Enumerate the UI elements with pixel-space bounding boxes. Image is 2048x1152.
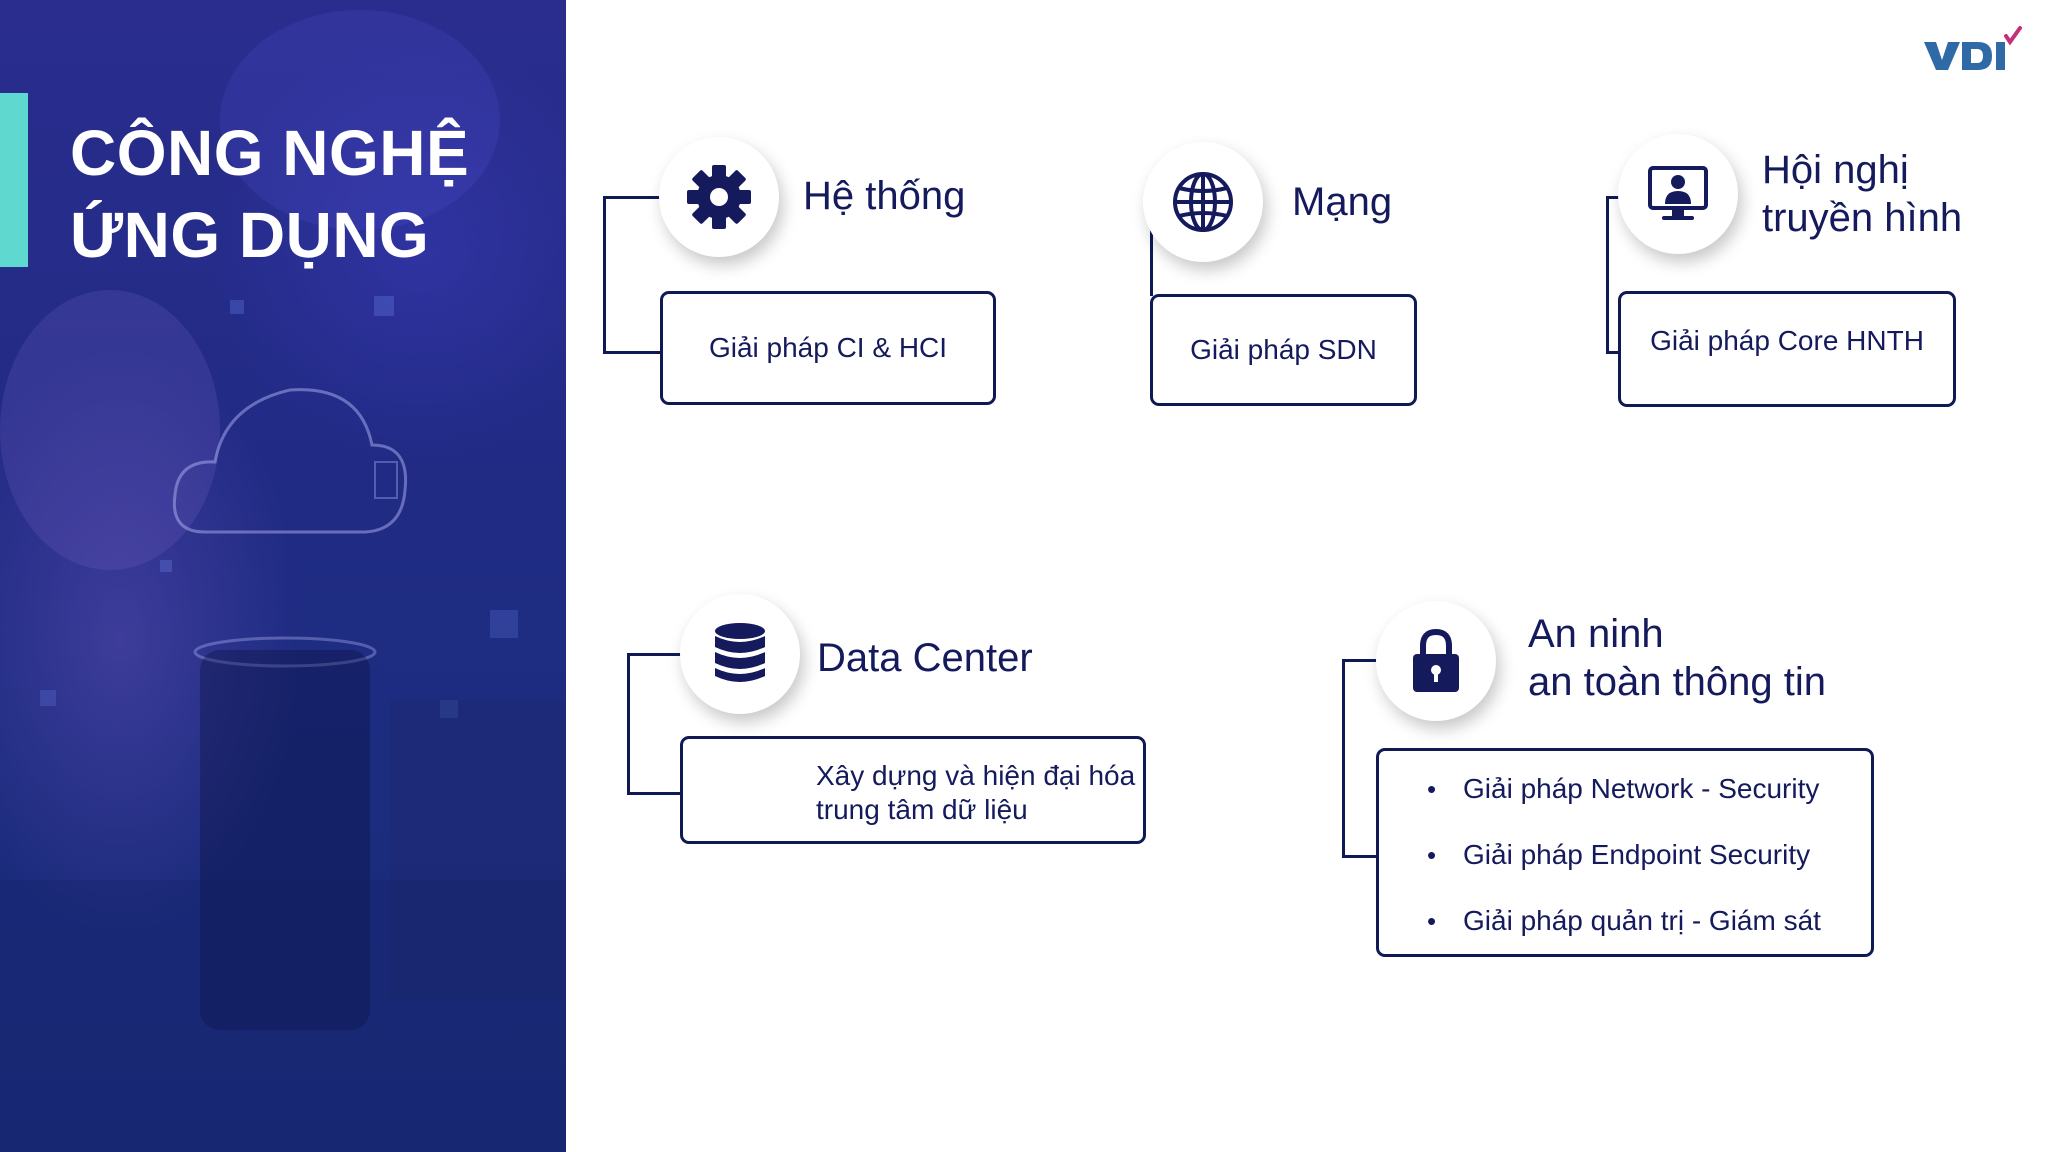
card-title: Hội nghị truyền hình bbox=[1762, 146, 1962, 242]
left-panel: CÔNG NGHỆ ỨNG DỤNG bbox=[0, 0, 566, 1152]
icon-circle bbox=[680, 594, 800, 714]
gear-icon bbox=[687, 165, 751, 229]
icon-circle bbox=[659, 137, 779, 257]
solution-label: Giải pháp CI & HCI bbox=[708, 332, 948, 363]
solution-label-line-1: Xây dựng và hiện đại hóa bbox=[816, 760, 1136, 791]
solution-label: Giải pháp Core HNTH bbox=[1650, 325, 1924, 356]
globe-icon bbox=[1173, 172, 1233, 232]
solution-item[interactable]: Giải pháp Endpoint Security bbox=[1379, 822, 1871, 888]
card-connector bbox=[627, 653, 683, 795]
card-title: Mạng bbox=[1292, 180, 1393, 224]
background-illustration bbox=[0, 10, 566, 1152]
card-title: An ninh an toàn thông tin bbox=[1528, 610, 1826, 706]
database-icon bbox=[715, 623, 765, 682]
page-title: CÔNG NGHỆ ỨNG DỤNG bbox=[70, 112, 469, 276]
card-connector bbox=[1606, 196, 1621, 354]
card-connector bbox=[1150, 204, 1156, 296]
card-connector bbox=[1342, 659, 1379, 858]
card-title-line-2: an toàn thông tin bbox=[1528, 660, 1827, 704]
vdi-logo-mark bbox=[1924, 26, 2022, 70]
page-title-line-2: ỨNG DỤNG bbox=[70, 199, 430, 271]
lock-icon bbox=[1413, 628, 1459, 692]
cloud-outline bbox=[172, 388, 408, 534]
solution-label: Giải pháp SDN bbox=[1190, 334, 1377, 365]
icon-circle bbox=[1143, 142, 1263, 262]
solution-item[interactable]: Giải pháp quản trị - Giám sát bbox=[1379, 888, 1871, 954]
solution-item[interactable]: Giải pháp Network - Security bbox=[1379, 756, 1871, 822]
video-conference-icon bbox=[1648, 166, 1708, 220]
icon-circle bbox=[1376, 601, 1496, 721]
card-connector bbox=[603, 196, 661, 354]
solution-box[interactable]: Giải pháp SDN bbox=[1150, 294, 1417, 406]
icon-circle bbox=[1618, 134, 1738, 254]
card-title-line-1: An ninh bbox=[1528, 612, 1664, 656]
card-title: Data Center bbox=[817, 636, 1033, 680]
solution-box: Giải pháp Network - Security Giải pháp E… bbox=[1376, 748, 1874, 957]
vdi-logo bbox=[1920, 26, 2024, 79]
card-title: Hệ thống bbox=[803, 174, 966, 218]
page-title-line-1: CÔNG NGHỆ bbox=[70, 117, 470, 189]
card-title-line-1: Hội nghị bbox=[1762, 148, 1909, 192]
card-title-line-2: truyền hình bbox=[1762, 196, 1963, 240]
solution-list: Giải pháp Network - Security Giải pháp E… bbox=[1379, 756, 1871, 954]
solution-box[interactable]: Giải pháp CI & HCI bbox=[660, 291, 996, 405]
accent-bar bbox=[0, 93, 28, 267]
solution-box[interactable]: Xây dựng và hiện đại hóa trung tâm dữ li… bbox=[680, 736, 1146, 844]
solution-box[interactable]: Giải pháp Core HNTH bbox=[1618, 291, 1956, 407]
solution-label-line-2: trung tâm dữ liệu bbox=[816, 794, 1028, 825]
